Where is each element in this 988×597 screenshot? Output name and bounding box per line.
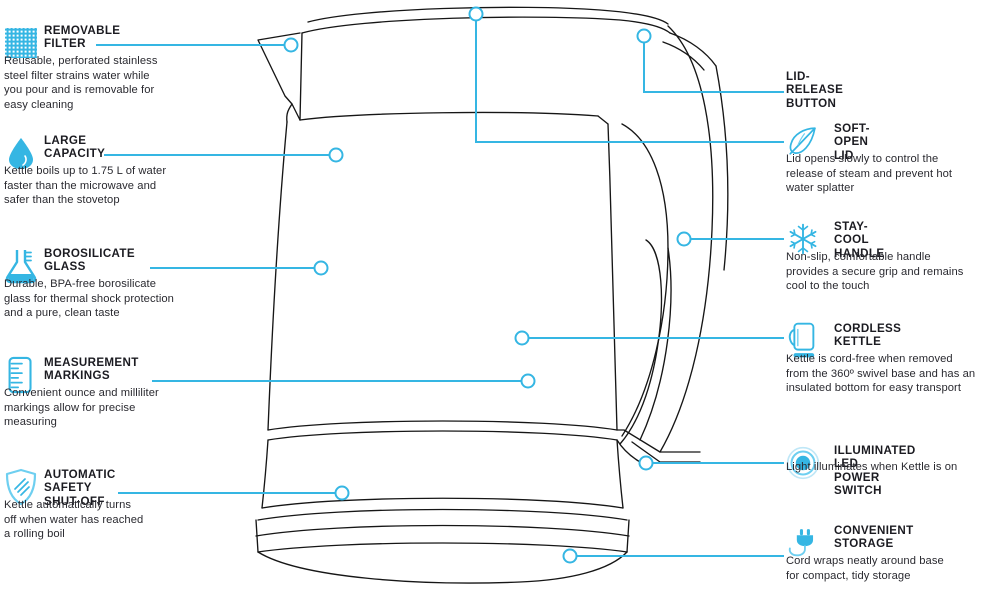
feature-description: Convenient ounce and milliliter markings… bbox=[4, 387, 159, 429]
ruler-icon bbox=[8, 356, 32, 394]
anchor-measurement-markings bbox=[520, 373, 536, 389]
feature-description: Kettle boils up to 1.75 L of water faste… bbox=[4, 165, 167, 207]
feature-title: LARGE CAPACITY bbox=[44, 134, 106, 161]
plug-icon bbox=[788, 529, 814, 557]
callout-anchor-dots bbox=[283, 6, 692, 564]
feature-title: CORDLESS KETTLE bbox=[834, 322, 902, 349]
anchor-stay-cool-handle bbox=[676, 231, 692, 247]
kettle-icon bbox=[788, 322, 815, 358]
feather-icon bbox=[789, 127, 816, 155]
feature-description: Reusable, perforated stainless steel fil… bbox=[4, 55, 158, 111]
feature-description: Durable, BPA-free borosilicate glass for… bbox=[4, 278, 174, 320]
feature-title: CONVENIENT STORAGE bbox=[834, 524, 914, 551]
anchor-convenient-storage bbox=[562, 548, 578, 564]
feature-title: STAY-COOL HANDLE bbox=[834, 220, 885, 260]
feature-title: LID-RELEASE BUTTON bbox=[786, 70, 844, 110]
feature-description: Kettle automatically turns off when wate… bbox=[4, 499, 144, 541]
snowflake-icon bbox=[789, 223, 817, 255]
feature-title: SOFT-OPEN LID bbox=[834, 122, 870, 162]
anchor-large-capacity bbox=[328, 147, 344, 163]
anchor-illuminated-led bbox=[638, 455, 654, 471]
feature-title: AUTOMATIC SAFETY SHUT-OFF bbox=[44, 468, 116, 508]
feature-description: Light illuminates when Kettle is on bbox=[786, 461, 958, 473]
leader-soft-open-lid bbox=[475, 14, 784, 143]
feature-title: MEASUREMENT MARKINGS bbox=[44, 356, 139, 383]
kettle-outline bbox=[255, 6, 729, 584]
feature-description: Non-slip, comfortable handle provides a … bbox=[786, 251, 964, 293]
feature-description: Kettle is cord-free when removed from th… bbox=[786, 353, 976, 395]
feature-title: ILLUMINATED LED POWER SWITCH bbox=[834, 444, 916, 498]
feature-description: Cord wraps neatly around base for compac… bbox=[786, 555, 944, 582]
anchor-cordless-kettle bbox=[514, 330, 530, 346]
anchor-lid-release bbox=[636, 28, 652, 44]
anchor-automatic-shutoff bbox=[334, 485, 350, 501]
anchor-removable-filter bbox=[283, 37, 299, 53]
shield-icon bbox=[5, 468, 37, 506]
leader-lid-release bbox=[643, 36, 784, 93]
flask-icon bbox=[5, 250, 37, 284]
feature-description: Lid opens slowly to control the release … bbox=[786, 153, 953, 195]
led-ring-icon bbox=[786, 446, 820, 480]
feature-title: BOROSILICATE GLASS bbox=[44, 247, 135, 274]
callout-leader-lines bbox=[96, 14, 784, 557]
water-drop-icon bbox=[9, 138, 33, 169]
anchor-borosilicate-glass bbox=[313, 260, 329, 276]
anchor-soft-open-lid bbox=[468, 6, 484, 22]
mesh-filter-icon bbox=[5, 28, 37, 58]
feature-title: REMOVABLE FILTER bbox=[44, 24, 121, 51]
